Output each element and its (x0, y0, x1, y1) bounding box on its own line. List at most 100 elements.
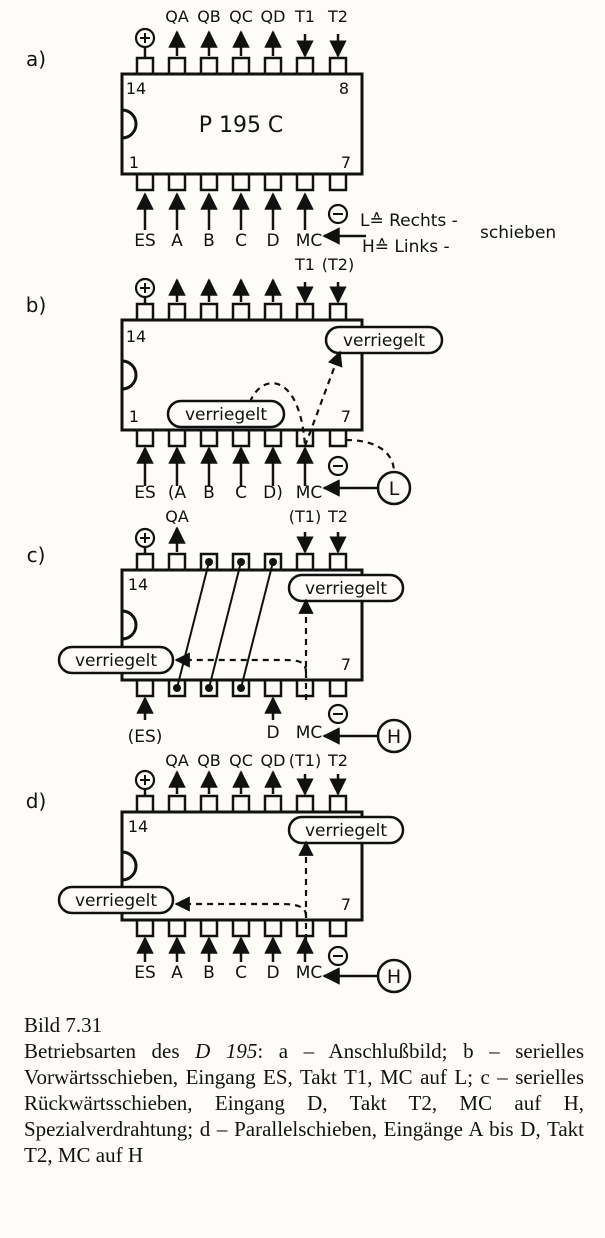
panel-b-locked-top (324, 325, 444, 355)
panel-d-mode-circle-label: H (387, 966, 401, 988)
panel-c-chip-bottom-pin-1 (135, 678, 155, 698)
panel-a-label: a) (26, 47, 46, 71)
panel-c-mode-circle (376, 718, 412, 754)
panel-b-chip-top-pin-9 (295, 302, 315, 322)
panel-b-chip-top-pin-14 (135, 302, 155, 322)
panel-b-bottom-label-3: C (235, 483, 247, 503)
panel-d-chip-top-pin-12 (199, 794, 219, 814)
panel-d-top-label-1: QB (197, 751, 221, 770)
panel-d-lock-path-2 (174, 896, 308, 917)
panel-a-chip-top-pin-9 (295, 56, 315, 76)
panel-b-chip-top-pin-12 (199, 302, 219, 322)
panel-a-chip-bottom-pin-6 (295, 172, 315, 192)
panel-d-chip-bottom-pin-3 (199, 918, 219, 938)
panel-c-top-label-0: QA (165, 507, 189, 526)
panel-b-chip-bottom-pin-3 (199, 428, 219, 448)
panel-d-chip-top-pin-14 (135, 794, 155, 814)
panel-a-chip-bottom-pin-7 (328, 172, 348, 192)
panel-a-chip-bottom-pin-2 (167, 172, 187, 192)
panel-c-wire-3 (240, 561, 274, 689)
panel-a-bottom-label-4: D (266, 231, 279, 251)
panel-d-mode-circle (376, 958, 412, 994)
panel-d-chip-top-pin-10 (263, 794, 283, 814)
panel-d-bottom-label-3: C (235, 963, 247, 983)
panel-c-wire-2 (208, 561, 242, 689)
panel-b-lock-path-2 (303, 350, 343, 447)
panel-c-chip-top-pin-9 (295, 552, 315, 572)
panel-c-locked-right-label: verriegelt (305, 579, 387, 599)
panel-a-mode-rechts: L≙ Rechts - (360, 211, 458, 231)
panel-d-pin14-label: 14 (128, 817, 148, 836)
panel-c-chip-top-pin-14 (135, 552, 155, 572)
panel-a-top-label-1: QB (197, 7, 221, 26)
panel-a-bottom-label-5: MC (296, 231, 323, 251)
panel-a-chip-notch (121, 108, 138, 140)
panel-c-top-label-2: T2 (327, 507, 348, 526)
panel-a-top-label-4: T1 (294, 7, 315, 26)
panel-b-chip-bottom-pin-2 (167, 428, 187, 448)
panel-d-bottom-label-2: B (203, 963, 215, 983)
panel-b-gnd-icon (327, 455, 349, 477)
panel-a-top-label-5: T2 (327, 7, 348, 26)
panel-b-pin7-label: 7 (341, 407, 351, 426)
panel-a-mode-schieben: schieben (480, 223, 556, 243)
panel-b-bottom-label-0: ES (134, 483, 156, 503)
panel-b-mode-circle-label: L (389, 478, 400, 500)
panel-d-locked-right (287, 815, 405, 845)
panel-c-bottom-label-1: D (266, 723, 279, 743)
panel-a-mode-links: H≙ Links - (362, 237, 450, 257)
panel-a-chip-bottom-pin-1 (135, 172, 155, 192)
panel-a-bottom-label-0: ES (134, 231, 156, 251)
panel-c-wire-1 (176, 561, 210, 689)
panel-c-mode-circle-label: H (387, 726, 401, 748)
panel-b-locked-inner (166, 399, 286, 429)
panel-d-bottom-label-4: D (266, 963, 279, 983)
panel-a-chip-top-pin-13 (167, 56, 187, 76)
panel-a-bottom-label-3: C (235, 231, 247, 251)
panel-a-bottom-label-2: B (203, 231, 215, 251)
panel-d-chip-bottom-pin-1 (135, 918, 155, 938)
panel-b-pin1-label: 1 (129, 407, 139, 426)
panel-d-locked-left-label: verriegelt (75, 891, 157, 911)
panel-b-locked-inner-label: verriegelt (185, 405, 267, 425)
panel-c-top-label-1: (T1) (289, 507, 321, 526)
panel-a-pin1-label: 1 (129, 153, 139, 172)
caption-body: Betriebsarten des D 195: a – Anschlußbil… (24, 1038, 584, 1168)
panel-d-top-label-2: QC (229, 751, 253, 770)
panel-c-pin7-label: 7 (341, 655, 351, 674)
panel-d-label: d) (26, 789, 47, 813)
panel-d-chip-top-pin-13 (167, 794, 187, 814)
panel-d-chip-top-pin-11 (231, 794, 251, 814)
panel-a-top-label-2: QC (229, 7, 253, 26)
panel-c-bottom-label-0: (ES) (128, 727, 163, 747)
panel-c-locked-left (57, 645, 175, 675)
caption-device: D 195 (195, 1039, 258, 1063)
panel-a-pin8-label: 8 (339, 79, 349, 98)
panel-c-pin14-label: 14 (128, 575, 148, 594)
panel-a-chip-top-pin-10 (263, 56, 283, 76)
panel-a-chip-bottom-pin-4 (231, 172, 251, 192)
panel-c-chip-top-pin-13 (167, 552, 187, 572)
panel-a-top-label-0: QA (165, 7, 189, 26)
panel-c-chip-bottom-pin-7 (328, 678, 348, 698)
panel-a-pin14-label: 14 (126, 79, 146, 98)
panel-d-chip-bottom-pin-4 (231, 918, 251, 938)
panel-a-gnd-icon (327, 203, 349, 225)
panel-c-lock-path-2 (174, 652, 308, 673)
panel-d-chip-notch (121, 850, 138, 882)
panel-a-chip-bottom-pin-5 (263, 172, 283, 192)
panel-d-chip-body (120, 810, 364, 922)
panel-a-top-label-3: QD (261, 7, 286, 26)
panel-b-top-label-1: (T2) (322, 255, 354, 274)
panel-d-chip-top-pin-9 (295, 794, 315, 814)
panel-b-chip-top-pin-11 (231, 302, 251, 322)
panel-d-bottom-label-1: A (171, 963, 183, 983)
panel-c-bottom-label-2: MC (296, 723, 323, 743)
panel-a-chip-top-pin-8 (328, 56, 348, 76)
panel-b-mc-link (345, 438, 396, 473)
caption-rest: : a – Anschlußbild; b – serielles Vorwär… (24, 1039, 585, 1167)
figure-caption: Bild 7.31 Betriebsarten des D 195: a – A… (24, 1012, 584, 1168)
panel-b-chip-top-pin-8 (328, 302, 348, 322)
panel-d-bottom-label-5: MC (296, 963, 323, 983)
panel-b-locked-top-label: verriegelt (343, 331, 425, 351)
